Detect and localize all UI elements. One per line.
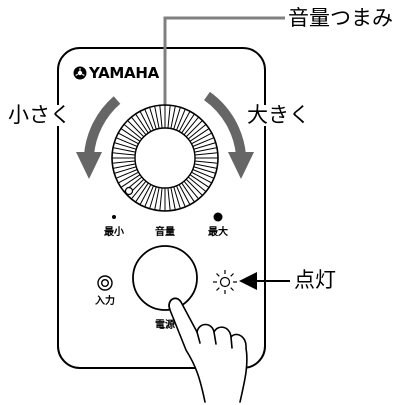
knob-rib: [112, 160, 136, 164]
knob-rib: [135, 113, 149, 134]
knob-rib: [185, 178, 203, 196]
knob-rib: [191, 132, 212, 145]
increase-callout-label: 大きく: [245, 103, 312, 127]
knob-rib: [120, 128, 141, 142]
knob-rib: [144, 185, 154, 208]
knob-rib: [154, 105, 160, 129]
increase-arrow: [203, 91, 254, 179]
knob-rib: [189, 128, 210, 142]
knob-rib: [187, 176, 207, 193]
knob-rib: [118, 132, 139, 145]
power-button[interactable]: [132, 245, 198, 311]
volume-label: 音量: [155, 227, 175, 238]
knob-rib: [114, 142, 137, 150]
min-label: 最小: [104, 227, 124, 238]
knob-rib: [130, 180, 147, 200]
knob-rib: [154, 187, 160, 211]
knob-rib: [176, 185, 186, 208]
knob-rib: [159, 187, 163, 211]
knob-rib: [193, 142, 216, 150]
knob-rib: [176, 108, 186, 131]
knob-rib: [187, 123, 207, 140]
input-jack[interactable]: [97, 275, 113, 291]
knob-rib: [130, 116, 147, 136]
knob-position-dot: [124, 186, 134, 196]
knob-rib: [123, 123, 143, 140]
knob-rib: [112, 147, 136, 153]
knob-rib: [167, 187, 171, 211]
knob-rib: [178, 184, 191, 205]
knob-rib: [139, 111, 152, 132]
hand-pointer-icon: [168, 297, 248, 403]
knob-rib: [194, 152, 218, 156]
knob-rib: [194, 147, 218, 153]
knob-rib: [170, 105, 176, 129]
knob-rib: [115, 169, 138, 179]
knob-rib: [112, 152, 136, 156]
volume-knob-callout-label: 音量つまみ: [288, 6, 393, 30]
knob-rib: [173, 186, 181, 209]
knob-rib: [159, 105, 163, 129]
indicator-callout-label: 点灯: [294, 268, 336, 292]
knob-rib: [115, 137, 138, 147]
knob-rib: [193, 166, 216, 174]
knob-rib: [192, 137, 215, 147]
volume-knob[interactable]: [111, 104, 219, 212]
knob-rib: [173, 107, 181, 130]
knob-rib: [194, 160, 218, 164]
indicator-lamp-icon: [213, 270, 237, 294]
knob-rib: [149, 186, 157, 209]
knob-rib: [167, 105, 171, 129]
knob-rib: [185, 120, 203, 138]
knob-rib: [120, 174, 141, 188]
knob-rib: [189, 174, 210, 188]
input-label: 入力: [95, 296, 115, 307]
knob-rib: [139, 184, 152, 205]
knob-rib: [181, 182, 195, 203]
knob-rib: [118, 171, 139, 184]
knob-rib: [194, 163, 218, 169]
power-label: 電源: [155, 320, 175, 331]
indicator-pointer-arrow: [239, 272, 290, 290]
brand-name: YAMAHA: [89, 64, 159, 82]
knob-rib: [135, 182, 149, 203]
max-dot: [213, 212, 223, 222]
knob-rib: [114, 166, 137, 174]
min-dot: [112, 215, 116, 219]
decrease-callout-label: 小さく: [6, 103, 73, 127]
knob-rib: [183, 116, 200, 136]
decrease-arrow: [76, 96, 121, 179]
knob-rib: [127, 120, 145, 138]
knob-rib: [149, 107, 157, 130]
knob-rib: [181, 113, 195, 134]
max-label: 最大: [208, 227, 228, 238]
knob-rib: [170, 187, 176, 211]
knob-rib: [112, 163, 136, 169]
knob-rib: [144, 108, 154, 131]
knob-rib: [191, 171, 212, 184]
yamaha-logo-icon: [73, 66, 87, 80]
knob-rib: [183, 180, 200, 200]
knob-rib: [178, 111, 191, 132]
knob-rib: [192, 169, 215, 179]
